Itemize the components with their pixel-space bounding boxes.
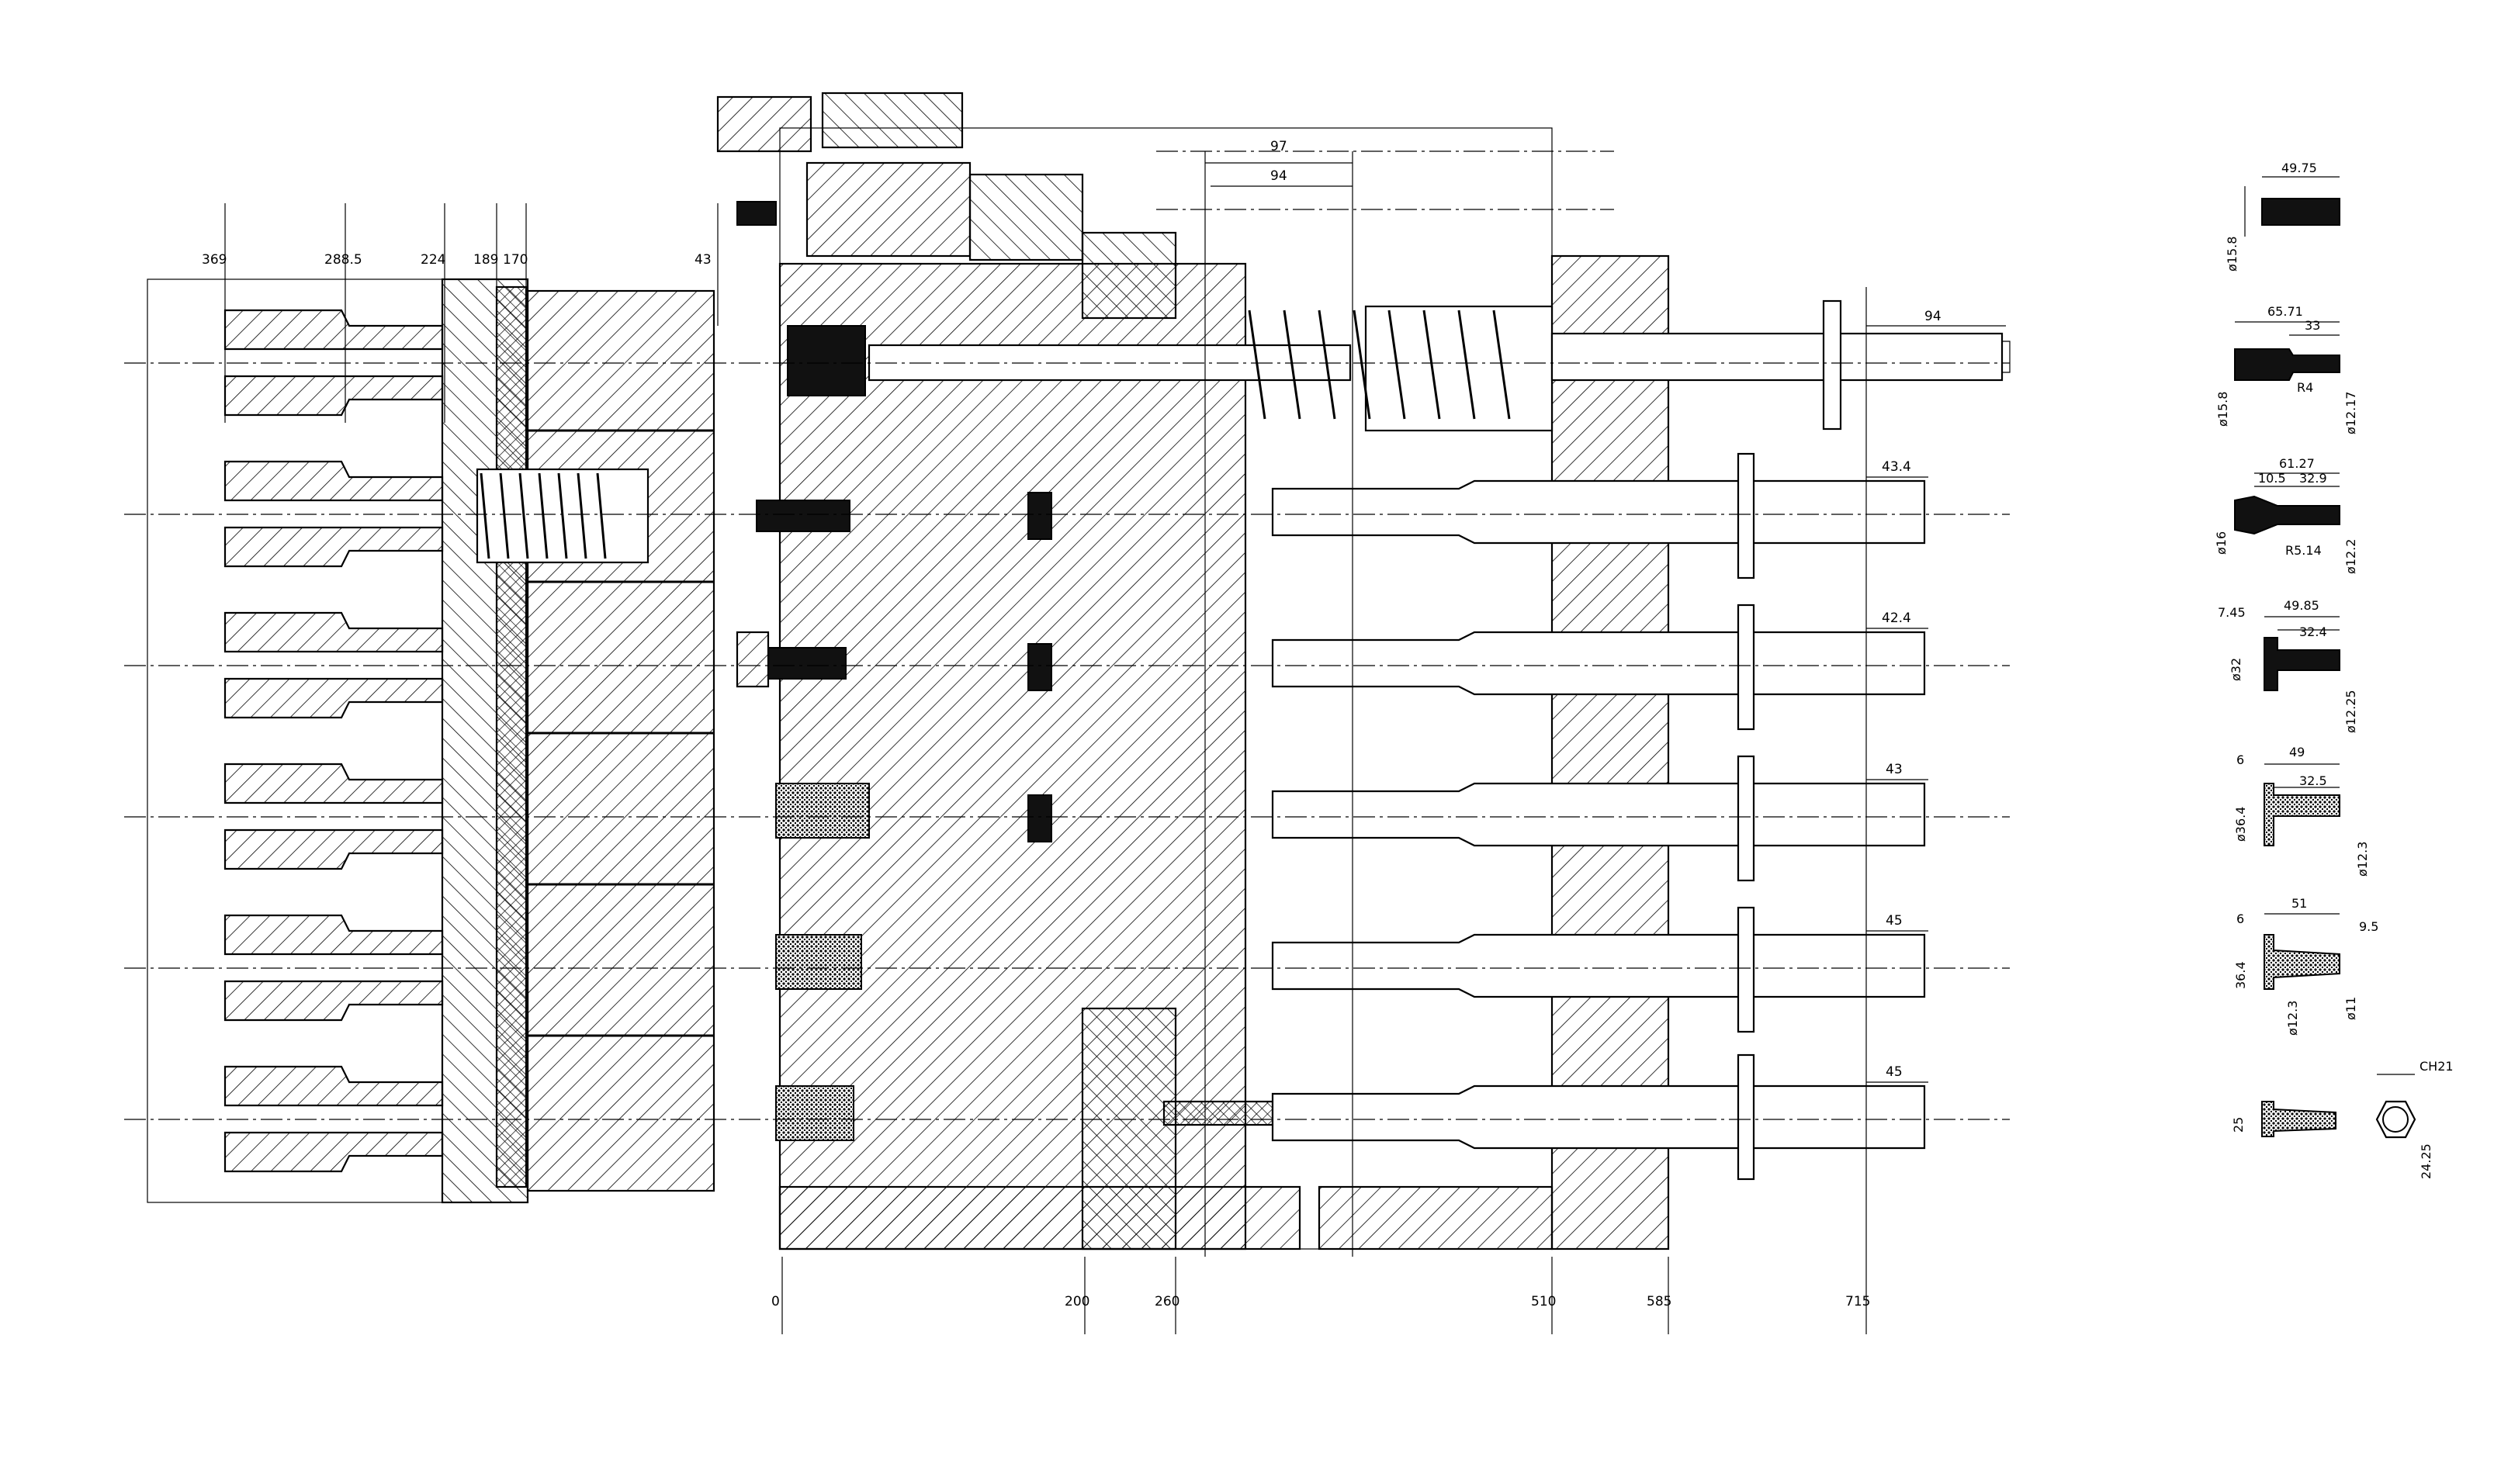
profile-3-dim-61-27: 61.27 xyxy=(2279,456,2315,471)
profile-1: 49.75 ø15.8 xyxy=(2225,161,2340,272)
profile-5-dim-49: 49 xyxy=(2289,745,2305,759)
profile-4-dim-d32: ø32 xyxy=(2229,658,2243,681)
bottom-dimension-lines xyxy=(781,287,1867,1334)
profile-6-dim-36-4: 36.4 xyxy=(2233,961,2248,989)
profile-6-dim-6: 6 xyxy=(2236,912,2244,926)
station-3 xyxy=(223,604,1926,731)
station-5 xyxy=(223,906,1926,1033)
top-dimension-labels: 369 288.5 224 189 170 43 97 94 xyxy=(202,139,1287,268)
profile-3: 61.27 10.5 32.9 ø16 R5.14 ø12.2 xyxy=(2214,456,2358,574)
dim-94-upper: 94 xyxy=(1270,168,1287,184)
profile-6: 6 51 9.5 36.4 ø12.3 ø11 xyxy=(2233,896,2378,1036)
profile-3-dim-10-5: 10.5 xyxy=(2258,471,2286,486)
station-4 xyxy=(223,755,1926,882)
profile-1-dim-49-75: 49.75 xyxy=(2281,161,2317,175)
dim-97: 97 xyxy=(1270,139,1287,154)
profile-7-dim-ch21: CH21 xyxy=(2420,1059,2454,1074)
station-6 xyxy=(223,1053,1926,1181)
profile-4: 7.45 49.85 32.4 ø32 ø12.25 xyxy=(2218,598,2358,733)
profile-4-dim-d12-25: ø12.25 xyxy=(2343,690,2358,733)
profile-1-dim-d15-8: ø15.8 xyxy=(2225,237,2239,272)
bottom-dimension-labels: 0 200 260 510 585 715 xyxy=(771,1294,1870,1309)
dim-260: 260 xyxy=(1155,1294,1179,1309)
profile-6-dim-9-5: 9.5 xyxy=(2359,919,2378,934)
dim-45-b: 45 xyxy=(1886,1064,1903,1080)
dim-510: 510 xyxy=(1531,1294,1556,1309)
top-dimension-lines xyxy=(224,151,1353,1257)
dim-585: 585 xyxy=(1647,1294,1671,1309)
die-block-center xyxy=(716,92,1670,1251)
dim-288-5: 288.5 xyxy=(324,252,362,268)
dim-43-station: 43 xyxy=(1886,762,1903,777)
dim-189: 189 xyxy=(473,252,498,268)
profile-3-dim-32-9: 32.9 xyxy=(2299,471,2327,486)
dim-43-4: 43.4 xyxy=(1882,459,1911,475)
profile-2-dim-33: 33 xyxy=(2305,318,2320,333)
profile-5-dim-d36-4: ø36.4 xyxy=(2233,807,2248,842)
profile-7-dim-24-25: 24.25 xyxy=(2419,1143,2433,1179)
profile-2: 65.71 33 ø15.8 R4 ø12.17 xyxy=(2215,304,2358,434)
spring-lower-left xyxy=(480,472,607,559)
dim-224: 224 xyxy=(421,252,445,268)
profile-5: 6 49 32.5 ø36.4 ø12.3 xyxy=(2233,745,2370,877)
profile-3-dim-d12-2: ø12.2 xyxy=(2343,539,2358,574)
dim-200: 200 xyxy=(1065,1294,1089,1309)
profile-4-dim-32-4: 32.4 xyxy=(2299,624,2327,639)
profile-7-dim-25: 25 xyxy=(2231,1117,2246,1133)
dim-43: 43 xyxy=(695,252,712,268)
profile-5-dim-32-5: 32.5 xyxy=(2299,773,2327,788)
dim-94-right: 94 xyxy=(1924,309,1942,324)
profile-2-dim-r4: R4 xyxy=(2297,380,2313,395)
profile-3-dim-r5-14: R5.14 xyxy=(2285,543,2322,558)
station-dimension-lines xyxy=(1866,325,2006,1083)
profile-5-dim-d12-3: ø12.3 xyxy=(2355,842,2370,877)
profile-6-dim-51: 51 xyxy=(2291,896,2307,911)
profile-6-dim-d12-3: ø12.3 xyxy=(2285,1001,2300,1036)
dim-369: 369 xyxy=(202,252,227,268)
dim-42-4: 42.4 xyxy=(1882,611,1911,626)
die-block-left xyxy=(147,278,715,1204)
profile-2-dim-65-71: 65.71 xyxy=(2267,304,2303,319)
station-dimension-labels: 94 43.4 42.4 43 45 45 xyxy=(1882,309,1942,1080)
profile-4-dim-49-85: 49.85 xyxy=(2284,598,2319,613)
centerlines xyxy=(124,150,2010,1120)
spring-upper xyxy=(1248,310,1511,420)
profile-5-dim-6: 6 xyxy=(2236,752,2244,767)
dim-715: 715 xyxy=(1845,1294,1870,1309)
profile-6-dim-d11: ø11 xyxy=(2343,997,2358,1020)
profile-3-dim-d16: ø16 xyxy=(2214,531,2229,555)
dim-170: 170 xyxy=(503,252,528,268)
profile-7: 25 CH21 24.25 xyxy=(2231,1059,2454,1179)
dim-45-a: 45 xyxy=(1886,913,1903,929)
profile-2-dim-d12-17: ø12.17 xyxy=(2343,391,2358,434)
profile-4-dim-7-45: 7.45 xyxy=(2218,605,2246,620)
dim-0: 0 xyxy=(771,1294,780,1309)
profile-2-dim-d15-8: ø15.8 xyxy=(2215,392,2230,427)
